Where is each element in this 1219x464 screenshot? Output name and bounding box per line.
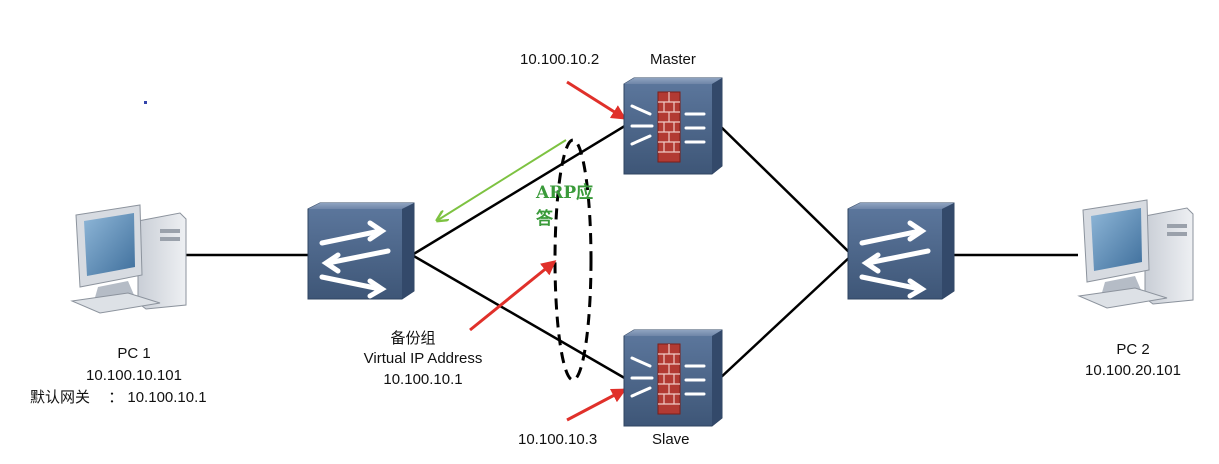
switch-icon bbox=[307, 202, 415, 300]
arp-reply-label: ARP应 答 bbox=[536, 180, 593, 232]
arp-reply-line1: ARP应 bbox=[536, 183, 594, 203]
slave-ip-label: 10.100.10.3 bbox=[518, 431, 598, 448]
master-role-label: Master bbox=[650, 51, 696, 68]
stray-mark bbox=[144, 101, 147, 104]
master-ip-arrow bbox=[566, 80, 627, 120]
link-switch-master bbox=[411, 122, 629, 257]
switch-icon bbox=[847, 202, 955, 300]
link-master-switch2 bbox=[717, 123, 853, 256]
arp-reply-arrow bbox=[438, 139, 567, 220]
pc1-gateway-label: 默认网关 bbox=[30, 389, 91, 406]
pc1-gateway-ip: 10.100.10.1 bbox=[127, 389, 207, 406]
pc1-name: PC 1 bbox=[117, 345, 151, 362]
pc2-ip: 10.100.20.101 bbox=[1085, 362, 1181, 379]
firewall-icon bbox=[623, 329, 723, 427]
slave-ip-arrow bbox=[566, 388, 627, 422]
pc1-ip: 10.100.10.101 bbox=[86, 367, 182, 384]
firewall-icon bbox=[623, 77, 723, 175]
backup-group-title: 备份组 bbox=[390, 330, 436, 347]
pc1-gateway: 默认网关 ： 10.100.10.1 bbox=[30, 389, 207, 407]
vip-arrow bbox=[469, 260, 557, 332]
pc2-name: PC 2 bbox=[1116, 341, 1150, 358]
link-switch-slave bbox=[411, 253, 629, 382]
pc1-gateway-sep: ： bbox=[108, 389, 124, 406]
backup-group-ellipse bbox=[553, 138, 593, 382]
desktop-pc-icon bbox=[70, 204, 187, 314]
arp-reply-line2: 答 bbox=[536, 209, 553, 229]
pointer-arrows bbox=[469, 80, 627, 422]
slave-role-label: Slave bbox=[652, 431, 690, 448]
vip-label: Virtual IP Address bbox=[363, 350, 483, 367]
master-ip-label: 10.100.10.2 bbox=[520, 51, 600, 68]
vip-address: 10.100.10.1 bbox=[383, 371, 463, 388]
network-links bbox=[185, 122, 1078, 382]
link-slave-switch2 bbox=[717, 254, 853, 381]
desktop-pc-icon bbox=[1077, 199, 1194, 309]
